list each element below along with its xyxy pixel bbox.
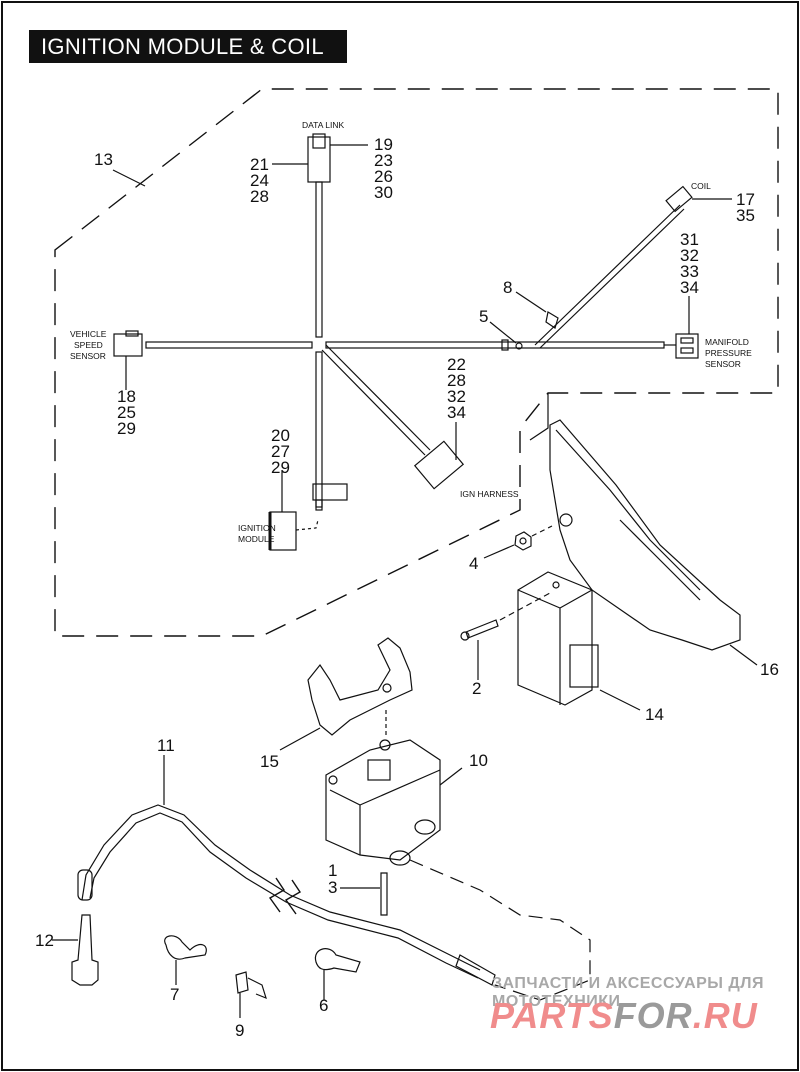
callout-22: 22	[447, 355, 466, 374]
callout-27: 27	[271, 442, 290, 461]
callout-21: 21	[250, 155, 269, 174]
label-vss-3: SENSOR	[70, 351, 106, 361]
harness-branch-up	[315, 181, 323, 338]
coil-bracket-15	[307, 637, 413, 736]
callout-29b: 29	[271, 458, 290, 477]
screw-2	[465, 619, 499, 639]
callout-6: 6	[319, 996, 328, 1015]
label-ignition-module-2: MODULE	[238, 534, 275, 544]
label-map-1: MANIFOLD	[705, 337, 749, 347]
callout-19: 19	[374, 135, 393, 154]
vss-connector	[113, 333, 143, 357]
callout-34b: 34	[447, 403, 466, 422]
label-vss-2: SPEED	[74, 340, 103, 350]
callout-15: 15	[260, 752, 279, 771]
spark-plug-wire	[81, 804, 481, 971]
callout-2: 2	[472, 679, 481, 698]
ignition-module	[517, 571, 593, 706]
callout-16: 16	[760, 660, 779, 679]
harness-branch-diag	[321, 344, 431, 456]
watermark-brand-c: .RU	[692, 995, 758, 1036]
callout-14: 14	[645, 705, 664, 724]
ignition-coil	[325, 739, 441, 861]
clip-9	[235, 971, 267, 1000]
watermark-brand-b: FOR	[613, 995, 693, 1036]
callout-29a: 29	[117, 419, 136, 438]
harness-boundary	[54, 88, 779, 637]
harness-branch-down	[315, 351, 323, 508]
callout-25: 25	[117, 403, 136, 422]
label-coil: COIL	[691, 181, 711, 191]
ignition-module-bracket	[549, 419, 741, 651]
clip-6	[314, 948, 361, 973]
ign-harness-connector	[413, 440, 465, 490]
callout-30: 30	[374, 183, 393, 202]
bolt-1-3	[380, 872, 388, 916]
label-ignition-module-1: IGNITION	[238, 523, 276, 533]
watermark-brand: PARTSFOR.RU	[490, 995, 758, 1037]
harness-branch-coil	[534, 204, 685, 349]
label-map-2: PRESSURE	[705, 348, 752, 358]
callout-28b: 28	[447, 371, 466, 390]
page-title: IGNITION MODULE & COIL	[29, 30, 347, 63]
callout-9: 9	[235, 1021, 244, 1040]
nut-4	[514, 531, 532, 551]
callout-10: 10	[469, 751, 488, 770]
map-sensor-connector	[675, 333, 699, 359]
callout-32b: 32	[447, 387, 466, 406]
clip-7	[164, 935, 207, 960]
leader-13	[112, 169, 146, 187]
callout-32a: 32	[680, 246, 699, 265]
callout-26: 26	[374, 167, 393, 186]
callout-20: 20	[271, 426, 290, 445]
watermark-brand-a: PARTS	[490, 995, 614, 1036]
callout-17: 17	[736, 190, 755, 209]
callout-13: 13	[94, 150, 113, 169]
callout-23: 23	[374, 151, 393, 170]
spark-plug	[71, 914, 99, 986]
callout-11: 11	[157, 736, 175, 755]
label-vss-1: VEHICLE	[70, 329, 107, 339]
callout-12: 12	[35, 931, 54, 950]
watermark-tagline: ЗАПЧАСТИ И АКСЕССУАРЫ ДЛЯ МОТОТЕХНИКИ	[492, 975, 765, 1010]
callout-7: 7	[170, 985, 179, 1004]
harness-trunk-horizontal-left	[145, 341, 313, 349]
callout-1: 1	[328, 861, 337, 880]
label-map-3: SENSOR	[705, 359, 741, 369]
coil-connector	[665, 185, 693, 213]
callout-5: 5	[479, 307, 488, 326]
data-link-connector	[307, 136, 331, 183]
callout-35: 35	[736, 206, 755, 225]
label-ign-harness: IGN HARNESS	[460, 489, 519, 499]
callout-8: 8	[503, 278, 512, 297]
callout-4: 4	[469, 554, 478, 573]
harness-trunk-horizontal-right	[325, 341, 665, 349]
label-data-link: DATA LINK	[302, 120, 345, 130]
callout-34a: 34	[680, 278, 699, 297]
callout-18: 18	[117, 387, 136, 406]
callout-31: 31	[680, 230, 699, 249]
callout-28a: 28	[250, 187, 269, 206]
callout-24: 24	[250, 171, 269, 190]
callout-3: 3	[328, 878, 337, 897]
callout-33: 33	[680, 262, 699, 281]
